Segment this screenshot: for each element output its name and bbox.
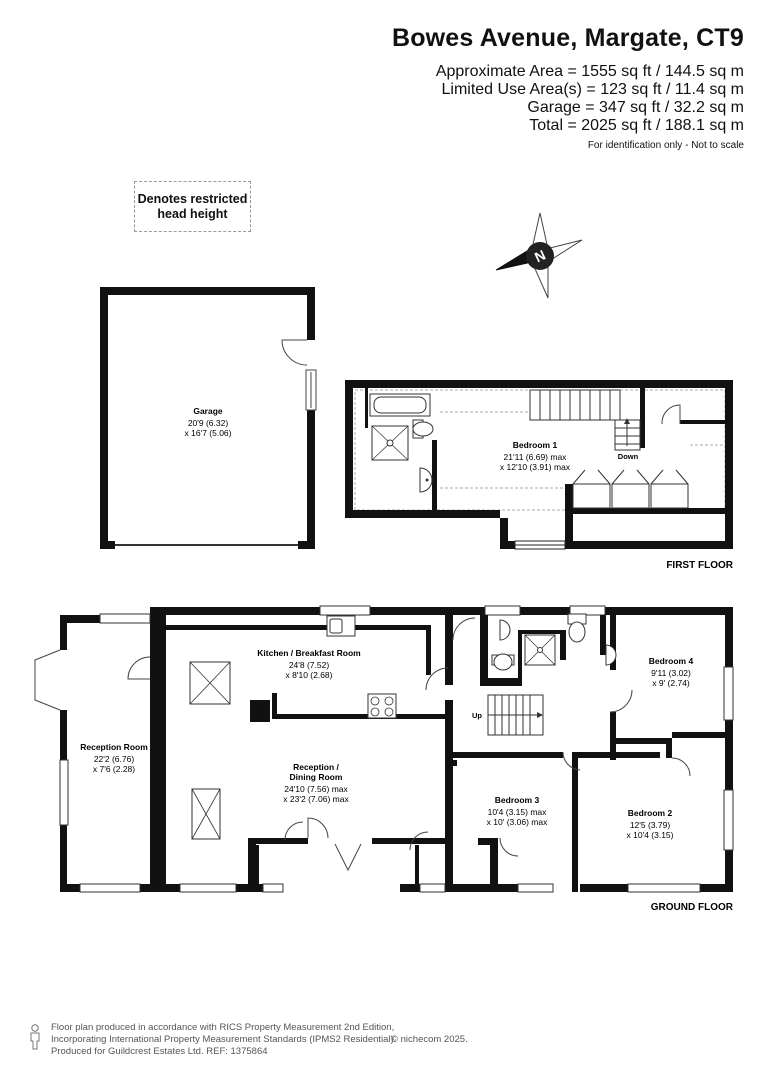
first-floor-stairs-label: Down bbox=[618, 452, 639, 461]
garage-plan: Garage 20'9 (6.32) x 16'7 (5.06) bbox=[100, 287, 317, 549]
garage-area: Garage = 347 sq ft / 32.2 sq m bbox=[527, 99, 744, 116]
compass-icon: N bbox=[495, 212, 583, 299]
total-area: Total = 2025 sq ft / 188.1 sq m bbox=[529, 117, 744, 134]
kitchen-dim-1: 24'8 (7.52) bbox=[289, 660, 330, 670]
bedroom3-dim-2: x 10' (3.06) max bbox=[487, 817, 548, 827]
reception-room-dim-2: x 7'6 (2.28) bbox=[93, 764, 135, 774]
bedroom1-dim-2: x 12'10 (3.91) max bbox=[500, 462, 571, 472]
limited-use-area: Limited Use Area(s) = 123 sq ft / 11.4 s… bbox=[441, 81, 744, 98]
bedroom4-label: Bedroom 4 bbox=[649, 656, 694, 666]
garage-label: Garage bbox=[193, 406, 223, 416]
bedroom1-label: Bedroom 1 bbox=[513, 440, 558, 450]
reception-dining-label-2: Dining Room bbox=[290, 772, 343, 782]
legend-line-2: head height bbox=[157, 206, 228, 221]
bedroom1-dim-1: 21'11 (6.69) max bbox=[504, 452, 568, 462]
first-floor-plan: Down Bedroom 1 21'11 (6.69) max x 12'10 … bbox=[345, 380, 734, 571]
garage-dim-2: x 16'7 (5.06) bbox=[185, 428, 232, 438]
copyright-text: © nichecom 2025. bbox=[391, 1034, 468, 1045]
reception-room-label: Reception Room bbox=[80, 742, 148, 752]
footer-line-1: Floor plan produced in accordance with R… bbox=[51, 1022, 395, 1033]
bedroom4-dim-1: 9'11 (3.02) bbox=[651, 668, 691, 678]
approximate-area: Approximate Area = 1555 sq ft / 144.5 sq… bbox=[435, 63, 744, 80]
bedroom3-dim-1: 10'4 (3.15) max bbox=[488, 807, 548, 817]
reception-room-dim-1: 22'2 (6.76) bbox=[94, 754, 135, 764]
kitchen-label: Kitchen / Breakfast Room bbox=[257, 648, 361, 658]
reception-dining-label-1: Reception / bbox=[293, 762, 339, 772]
bedroom3-label: Bedroom 3 bbox=[495, 795, 540, 805]
kitchen-dim-2: x 8'10 (2.68) bbox=[286, 670, 333, 680]
ground-floor-plan: Up Reception Room 22'2 (6.76) x 7'6 (2.2… bbox=[34, 605, 734, 913]
reception-dining-dim-2: x 23'2 (7.06) max bbox=[283, 794, 349, 804]
footer-line-3: Produced for Guildcrest Estates Ltd. REF… bbox=[51, 1046, 268, 1057]
first-floor-label: FIRST FLOOR bbox=[666, 560, 733, 571]
restricted-height-legend: Denotes restricted head height bbox=[134, 181, 251, 232]
ground-floor-stairs-label: Up bbox=[472, 711, 482, 720]
bedroom2-dim-2: x 10'4 (3.15) bbox=[627, 830, 674, 840]
bedroom2-label: Bedroom 2 bbox=[628, 808, 673, 818]
person-icon bbox=[30, 1024, 40, 1050]
bedroom2-dim-1: 12'5 (3.79) bbox=[630, 820, 671, 830]
bedroom4-dim-2: x 9' (2.74) bbox=[652, 678, 690, 688]
legend-line-1: Denotes restricted bbox=[137, 191, 248, 206]
reception-dining-dim-1: 24'10 (7.56) max bbox=[284, 784, 348, 794]
property-title: Bowes Avenue, Margate, CT9 bbox=[391, 24, 744, 52]
identification-note: For identification only - Not to scale bbox=[587, 140, 744, 151]
garage-dim-1: 20'9 (6.32) bbox=[188, 418, 229, 428]
ground-floor-label: GROUND FLOOR bbox=[651, 902, 734, 913]
footer-line-2: Incorporating International Property Mea… bbox=[51, 1034, 397, 1045]
